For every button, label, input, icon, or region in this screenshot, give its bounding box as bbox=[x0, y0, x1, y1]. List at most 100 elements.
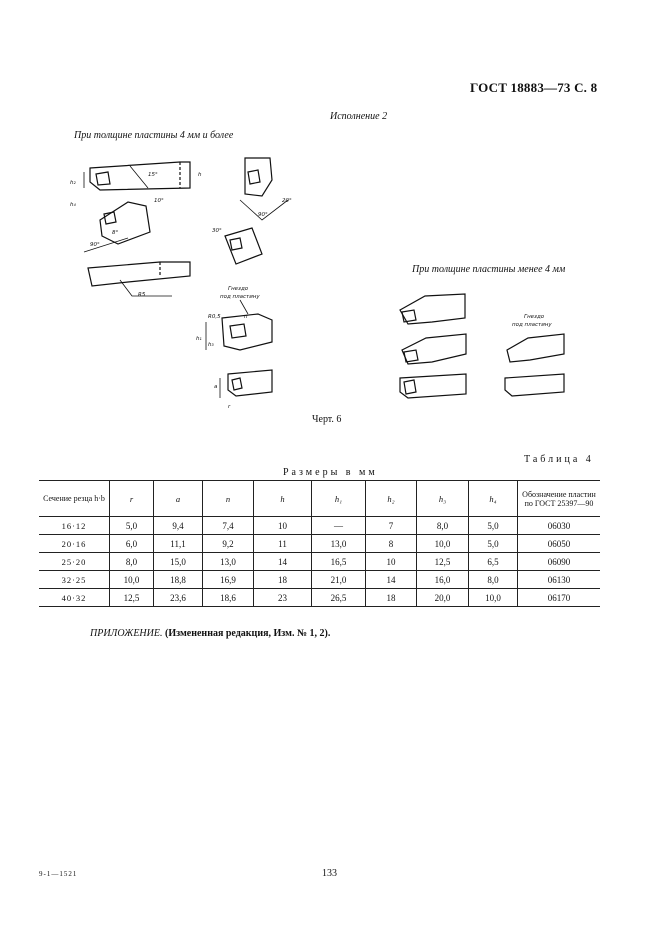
cell-h4: 8,0 bbox=[468, 570, 518, 589]
thin-nest-view-1 bbox=[506, 333, 565, 363]
cell-section: 16·12 bbox=[39, 516, 110, 535]
dim-label-h2: h₂ bbox=[70, 180, 76, 186]
cell-h2: 7 bbox=[365, 516, 417, 535]
dim-label-10: 10° bbox=[154, 198, 164, 204]
cell-h3: 20,0 bbox=[416, 588, 469, 607]
cell-a: 15,0 bbox=[153, 552, 203, 571]
dim-label-nest: Гнездо bbox=[228, 286, 249, 292]
cell-a: 9,4 bbox=[153, 516, 203, 535]
figure-caption: Черт. 6 bbox=[312, 414, 342, 425]
cutter-angled-view bbox=[99, 201, 151, 245]
appendix-note: ПРИЛОЖЕНИЕ. (Измененная редакция, Изм. №… bbox=[90, 628, 330, 639]
cell-section: 25·20 bbox=[39, 552, 110, 571]
table-header-row: Сечение резца h·b r a n h h₁ h₂ h₃ h₄ Об… bbox=[39, 480, 600, 517]
cell-h1: 21,0 bbox=[311, 570, 366, 589]
cell-n: 16,9 bbox=[202, 570, 254, 589]
table-row: 25·20 8,0 15,0 13,0 14 16,5 10 12,5 6,5 … bbox=[39, 552, 600, 571]
cell-plate: 06170 bbox=[517, 588, 600, 607]
cell-n: 18,6 bbox=[202, 588, 254, 607]
dim-label-30: 30° bbox=[212, 228, 222, 234]
cell-a: 11,1 bbox=[153, 534, 203, 553]
cell-h4: 6,5 bbox=[468, 552, 518, 571]
col-header-section: Сечение резца h·b bbox=[39, 480, 110, 517]
cell-h1: 26,5 bbox=[311, 588, 366, 607]
dim-label-nest2-line2: под пластину bbox=[512, 322, 552, 328]
cell-plate: 06130 bbox=[517, 570, 600, 589]
dim-label-15: 15° bbox=[148, 172, 158, 178]
cell-h2: 10 bbox=[365, 552, 417, 571]
dim-label-r05: R0,5 bbox=[208, 314, 221, 320]
cell-h3: 10,0 bbox=[416, 534, 469, 553]
cell-h2: 18 bbox=[365, 588, 417, 607]
dim-label-90b: 90° bbox=[258, 212, 268, 218]
col-header-h4: h₄ bbox=[468, 480, 518, 517]
col-header-h: h bbox=[253, 480, 312, 517]
cell-section: 32·25 bbox=[39, 570, 110, 589]
cell-h3: 16,0 bbox=[416, 570, 469, 589]
cell-r: 8,0 bbox=[109, 552, 154, 571]
thick-insert-label: При толщине пластины 4 мм и более bbox=[74, 130, 234, 141]
col-header-plate: Обозначение пластин по ГОСТ 25397—90 bbox=[517, 480, 600, 517]
thin-nest-view-2 bbox=[504, 373, 565, 397]
cutter-end-view bbox=[244, 157, 273, 197]
dim-label-h1: h₁ bbox=[196, 336, 202, 342]
cell-section: 40·32 bbox=[39, 588, 110, 607]
cell-n: 9,2 bbox=[202, 534, 254, 553]
cell-h2: 8 bbox=[365, 534, 417, 553]
dimensions-table: Сечение резца h·b r a n h h₁ h₂ h₃ h₄ Об… bbox=[39, 480, 600, 607]
dim-label-h3: h₃ bbox=[208, 342, 214, 348]
cell-n: 7,4 bbox=[202, 516, 254, 535]
table-row: 20·16 6,0 11,1 9,2 11 13,0 8 10,0 5,0 06… bbox=[39, 534, 600, 553]
appendix-label: ПРИЛОЖЕНИЕ. bbox=[90, 628, 163, 639]
nest-lower-view bbox=[227, 369, 273, 397]
cell-section: 20·16 bbox=[39, 534, 110, 553]
cell-h3: 8,0 bbox=[416, 516, 469, 535]
thin-insert-label: При толщине пластины менее 4 мм bbox=[412, 264, 566, 275]
col-header-r: r bbox=[109, 480, 154, 517]
cell-h: 11 bbox=[253, 534, 312, 553]
document-header: ГОСТ 18883—73 С. 8 bbox=[470, 80, 598, 95]
thin-view-2 bbox=[401, 333, 467, 365]
variant-label: Исполнение 2 bbox=[330, 111, 388, 122]
table-row: 40·32 12,5 23,6 18,6 23 26,5 18 20,0 10,… bbox=[39, 588, 600, 607]
cell-n: 13,0 bbox=[202, 552, 254, 571]
cell-h2: 14 bbox=[365, 570, 417, 589]
page-number: 133 bbox=[322, 868, 337, 879]
cutter-side-view-1 bbox=[89, 161, 191, 191]
print-code: 9-1—1521 bbox=[39, 870, 78, 878]
table-title: Таблица 4 bbox=[524, 454, 594, 465]
dim-label-h4: h₄ bbox=[70, 202, 76, 208]
appendix-revision: (Измененная редакция, Изм. № 1, 2). bbox=[165, 628, 331, 639]
cell-h1: — bbox=[311, 516, 366, 535]
col-header-h3: h₃ bbox=[416, 480, 469, 517]
cell-h: 23 bbox=[253, 588, 312, 607]
dim-label-8: 8° bbox=[112, 230, 118, 236]
dim-label-a: a bbox=[214, 384, 218, 390]
cell-h: 10 bbox=[253, 516, 312, 535]
cell-plate: 06090 bbox=[517, 552, 600, 571]
cell-a: 18,8 bbox=[153, 570, 203, 589]
col-header-h2: h₂ bbox=[365, 480, 417, 517]
cell-h1: 16,5 bbox=[311, 552, 366, 571]
cell-h: 18 bbox=[253, 570, 312, 589]
dim-label-nest-line2: под пластину bbox=[220, 294, 260, 300]
cell-h4: 5,0 bbox=[468, 516, 518, 535]
dim-label-r5: R5 bbox=[138, 292, 146, 298]
table-row: 16·12 5,0 9,4 7,4 10 — 7 8,0 5,0 06030 bbox=[39, 516, 600, 535]
cell-h4: 10,0 bbox=[468, 588, 518, 607]
dim-label-r: r bbox=[228, 404, 231, 410]
thin-view-1 bbox=[399, 293, 466, 325]
cell-r: 5,0 bbox=[109, 516, 154, 535]
cell-r: 10,0 bbox=[109, 570, 154, 589]
table-subtitle: Размеры в мм bbox=[283, 467, 378, 478]
dim-label-h: h bbox=[198, 172, 202, 178]
cell-h4: 5,0 bbox=[468, 534, 518, 553]
cell-plate: 06030 bbox=[517, 516, 600, 535]
dim-label-90a: 90° bbox=[90, 242, 100, 248]
cell-h: 14 bbox=[253, 552, 312, 571]
dim-label-n: n bbox=[244, 314, 248, 320]
cell-h1: 13,0 bbox=[311, 534, 366, 553]
cell-r: 6,0 bbox=[109, 534, 154, 553]
nest-detail bbox=[221, 313, 273, 351]
